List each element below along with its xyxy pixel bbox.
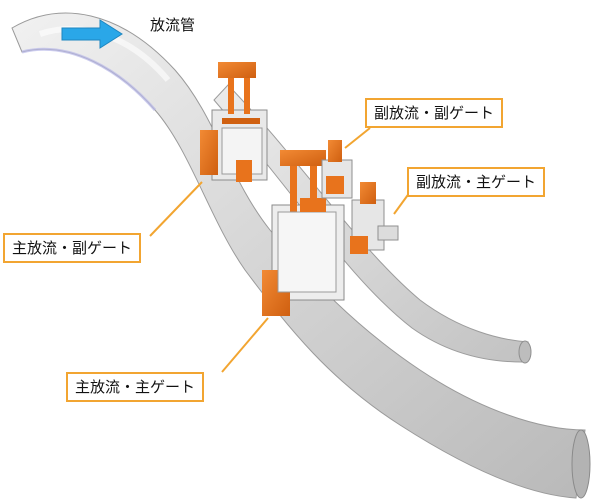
sub-pipe-outlet [518,340,532,364]
sub-discharge-sub-gate-callout: 副放流・副ゲート [365,98,504,128]
main-discharge-pipe [11,12,586,499]
pointer-main-main-gate [221,317,269,373]
main-pipe-outlet [571,429,591,499]
sub-discharge-main-gate-assembly [350,182,399,254]
discharge-pipe-label: 放流管 [150,16,196,34]
main-discharge-sub-gate-callout: 主放流・副ゲート [3,233,142,263]
pointer-sub-sub-gate [344,127,371,149]
main-discharge-sub-gate-assembly [200,62,268,182]
main-discharge-main-gate-assembly [262,150,345,316]
sub-discharge-sub-gate-assembly [321,140,353,199]
sub-discharge-main-gate-callout: 副放流・主ゲート [407,167,546,197]
main-pipe-blue-rim [21,47,157,111]
pointer-main-sub-gate [149,181,203,237]
flow-direction-arrow-icon [61,19,123,49]
main-discharge-main-gate-callout: 主放流・主ゲート [66,372,205,402]
